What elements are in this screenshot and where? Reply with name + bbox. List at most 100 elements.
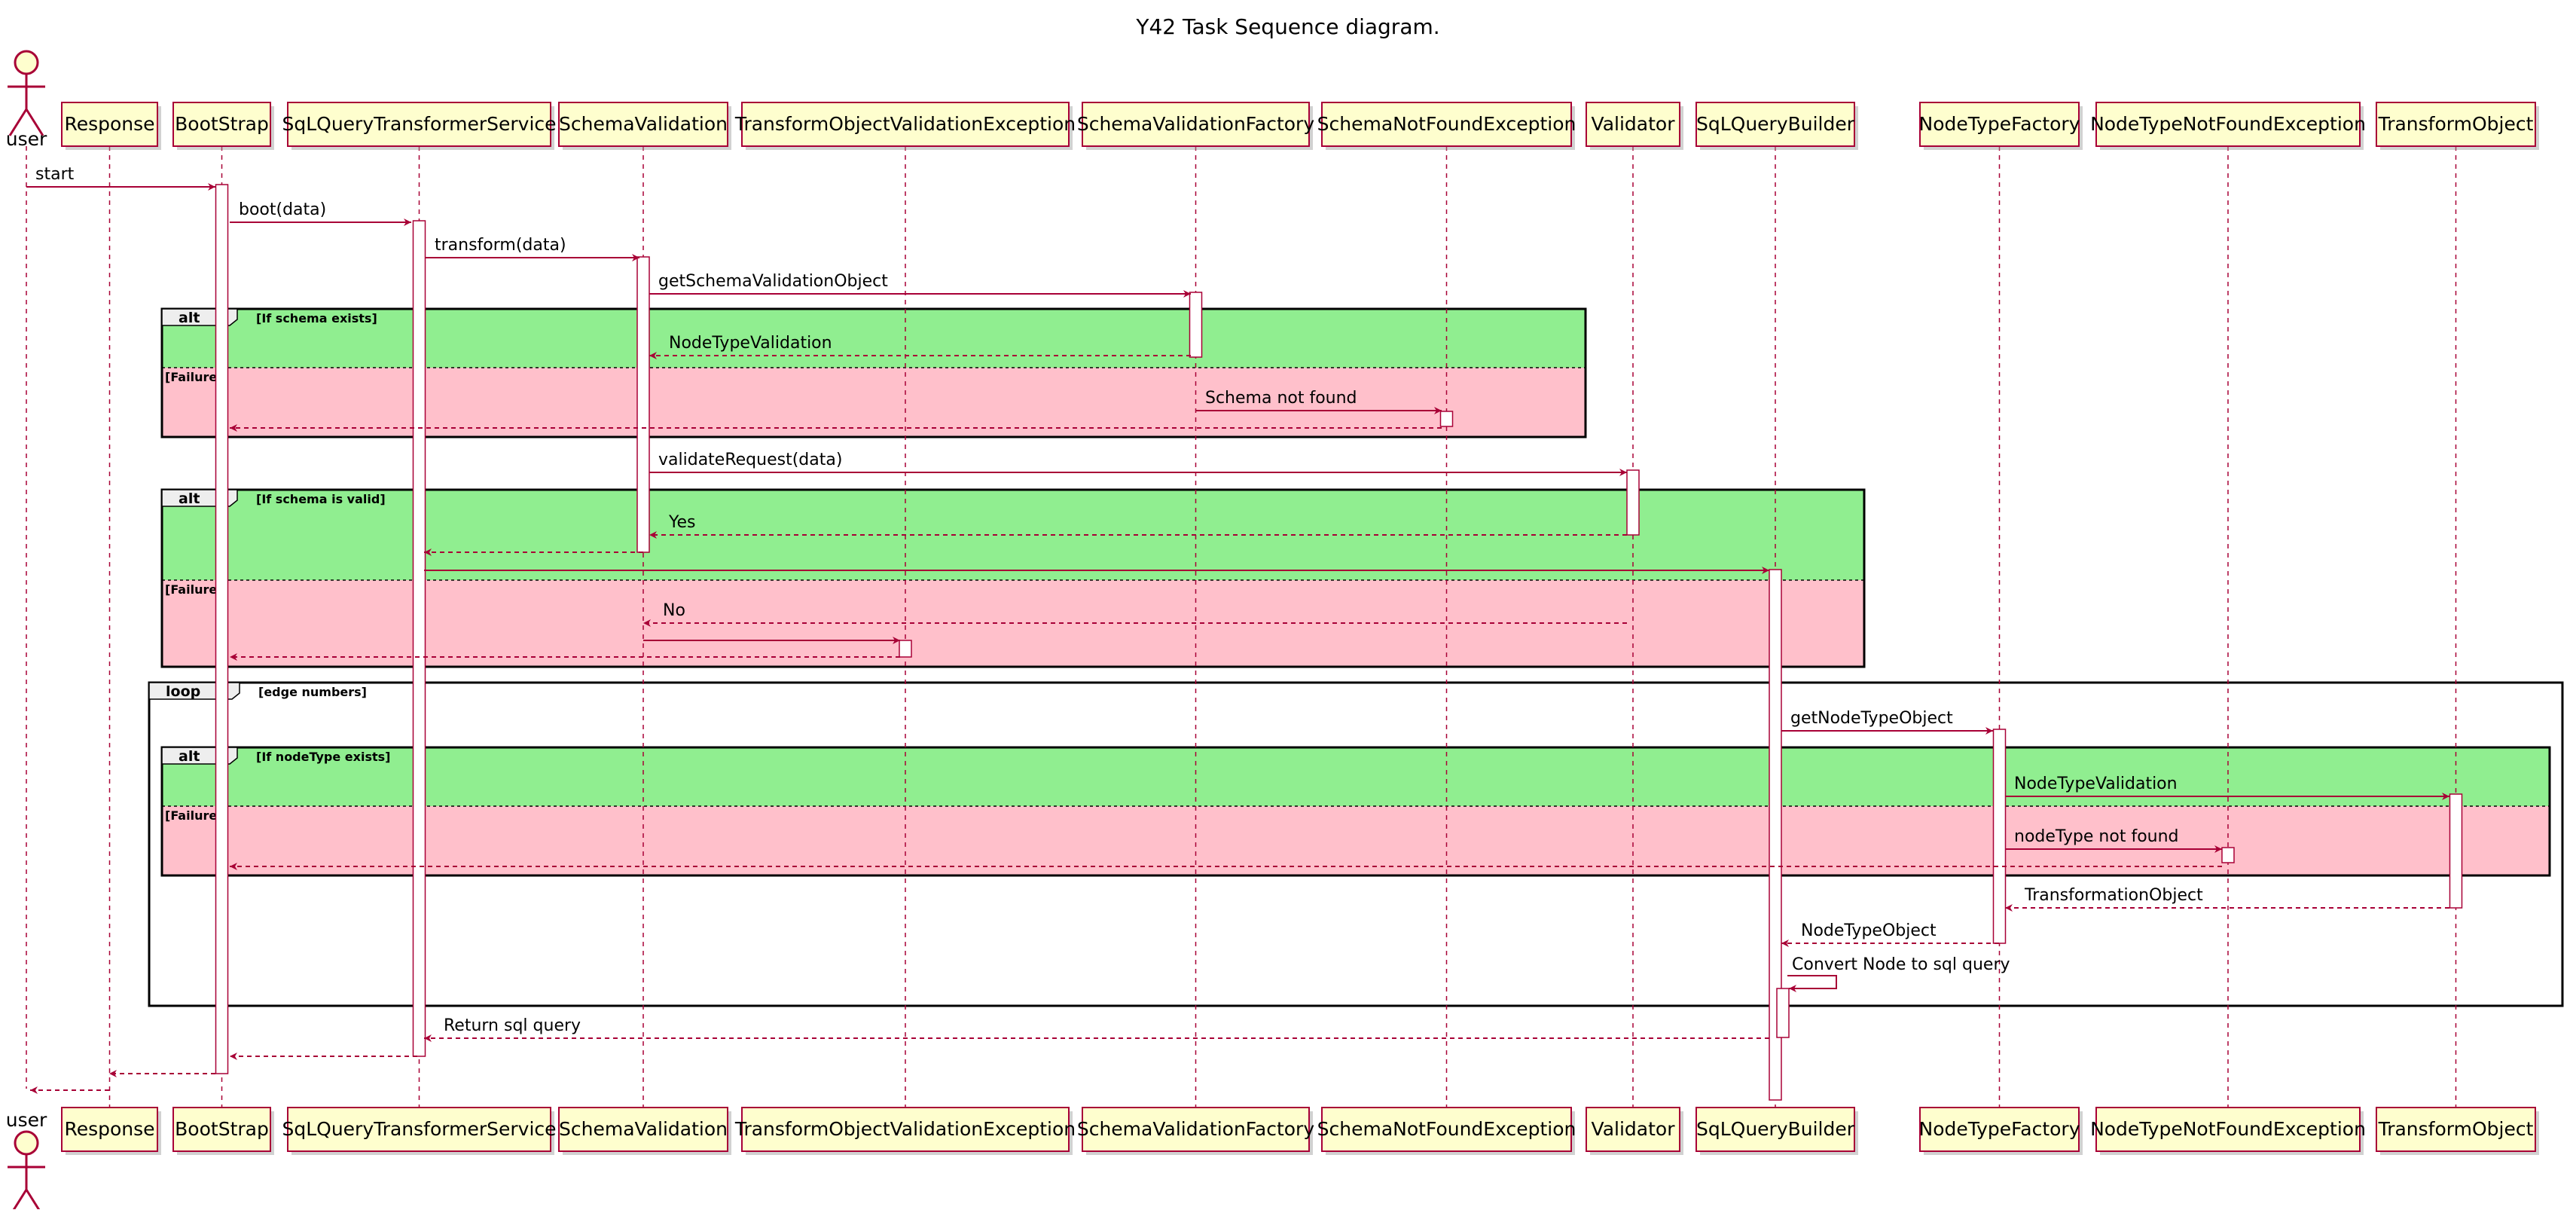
actor-user-bottom: user [6,1109,47,1213]
fragment-alt-2-keyword: alt [179,490,200,507]
fragment-alt-1-failure-region [162,368,1586,437]
activation-boot-strap-1 [215,184,229,1074]
message-9-validator-to-schema-validation-label: Yes [668,513,696,532]
message-8-schema-validation-to-validator-label: validateRequest(data) [658,451,842,469]
actor-user-top-label: user [6,128,47,150]
participant-schema-not-found-exception-bottom-box [1321,1107,1572,1152]
participant-sq-lquery-transformer-service-top-label: SqLQueryTransformerService [282,113,556,135]
stick-figure-actor-icon-bottom [8,1130,45,1213]
activation-sq-lquery-builder-12 [1776,988,1790,1038]
message-4-schema-validation-to-schema-validation-factory: getSchemaValidationObject [649,272,1191,298]
participant-node-type-not-found-exception-bottom-label: NodeTypeNotFoundException [2090,1118,2366,1140]
activation-validator-6 [1626,469,1640,536]
participant-sq-lquery-transformer-service-bottom-label: SqLQueryTransformerService [282,1118,556,1140]
fragment-loop-3: loop[edge numbers] [148,681,2564,1007]
participant-transform-object-bottom-label: TransformObject [2378,1118,2534,1140]
activation-schema-validation-factory-4 [1189,292,1203,358]
actor-user-top: user [6,50,47,150]
message-4-schema-validation-to-schema-validation-factory-label: getSchemaValidationObject [658,272,888,291]
fragment-alt-4-condition: [If nodeType exists] [256,750,390,764]
fragment-alt-1-condition: [If schema exists] [256,311,377,325]
participant-validator-top-box [1586,102,1680,147]
participant-validator-bottom: Validator [1586,1107,1683,1155]
participant-node-type-factory-top: NodeTypeFactory [1919,102,2083,150]
message-19-transform-object-to-node-type-factory: TransformationObject [2005,886,2449,912]
participant-node-type-factory-bottom: NodeTypeFactory [1919,1107,2083,1155]
message-21-sq-lquery-builder-to-sq-lquery-builder: Convert Node to sql query [1787,955,2010,992]
message-22-sq-lquery-builder-to-sq-lquery-transformer-service-label: Return sql query [444,1016,581,1035]
participant-schema-validation-factory-top: SchemaValidationFactory [1077,102,1314,150]
fragment-alt-2-else-label: [Failure] [165,582,223,597]
fragment-alt-2-border [160,488,1866,668]
message-19-transform-object-to-node-type-factory-label: TransformationObject [2024,886,2203,905]
activation-transform-object-validation-exception-8 [899,640,912,658]
fragment-alt-4-success-region [162,747,2550,806]
message-5-schema-validation-factory-to-schema-validation: NodeTypeValidation [649,334,1191,359]
message-2-boot-strap-to-sq-lquery-transformer-service-label: boot(data) [239,200,326,219]
participant-transform-object-validation-exception-top: TransformObjectValidationException [734,102,1076,150]
fragment-loop-3-border [148,681,2564,1007]
participant-node-type-not-found-exception-top: NodeTypeNotFoundException [2090,102,2366,150]
participant-transform-object-validation-exception-bottom-label: TransformObjectValidationException [734,1118,1076,1140]
participant-transform-object-validation-exception-top-label: TransformObjectValidationException [734,113,1076,135]
activation-node-type-factory-9 [1992,729,2007,944]
participant-node-type-factory-top-box [1919,102,2080,147]
participant-schema-validation-factory-bottom-label: SchemaValidationFactory [1077,1118,1314,1140]
message-12-validator-to-schema-validation-label: No [663,601,685,620]
participant-schema-validation-factory-top-label: SchemaValidationFactory [1077,113,1314,135]
participant-transform-object-top: TransformObject [2376,102,2539,150]
message-17-node-type-factory-to-node-type-not-found-exception: nodeType not found [2005,827,2222,853]
fragment-alt-1-else-label: [Failure] [165,370,223,384]
activation-schema-not-found-exception-5 [1439,411,1454,427]
participant-response-bottom-label: Response [64,1118,154,1140]
participant-transform-object-validation-exception-top-box [741,102,1070,147]
message-3-sq-lquery-transformer-service-to-schema-validation: transform(data) [426,236,639,261]
participant-sq-lquery-transformer-service-bottom-box [287,1107,551,1152]
participant-schema-validation-top: SchemaValidation [558,102,731,150]
participant-schema-validation-top-box [558,102,728,147]
participant-schema-validation-bottom: SchemaValidation [558,1107,731,1155]
participant-transform-object-bottom-box [2376,1107,2536,1152]
participant-boot-strap-top-box [172,102,271,147]
participant-node-type-factory-top-label: NodeTypeFactory [1919,113,2080,135]
message-1-user-to-boot-strap: start [26,165,215,191]
participant-schema-not-found-exception-top-box [1321,102,1572,147]
message-21-sq-lquery-builder-to-sq-lquery-builder-arrow [1787,975,1837,992]
stick-figure-actor-icon-top [8,50,45,136]
participant-schema-validation-factory-top-box [1082,102,1310,147]
fragment-alt-2-condition: [If schema is valid] [256,492,386,506]
participant-response-top-box [61,102,158,147]
participant-node-type-not-found-exception-bottom-box [2095,1107,2361,1152]
message-15-sq-lquery-builder-to-node-type-factory: getNodeTypeObject [1781,709,1993,735]
message-16-node-type-factory-to-transform-object: NodeTypeValidation [2005,775,2449,800]
message-20-node-type-factory-to-sq-lquery-builder-label: NodeTypeObject [1801,921,1937,940]
actor-head [14,50,39,75]
fragment-alt-4: alt[If nodeType exists][Failure] [160,746,2551,877]
participant-boot-strap-bottom-box [172,1107,271,1152]
actor-right-leg [25,1189,43,1213]
participant-node-type-factory-bottom-label: NodeTypeFactory [1919,1118,2080,1140]
message-20-node-type-factory-to-sq-lquery-builder: NodeTypeObject [1781,921,1999,947]
fragment-alt-1: alt[If schema exists][Failure] [160,307,1587,438]
participant-sq-lquery-transformer-service-top: SqLQueryTransformerService [282,102,557,150]
message-16-node-type-factory-to-transform-object-label: NodeTypeValidation [2014,775,2178,793]
message-2-boot-strap-to-sq-lquery-transformer-service: boot(data) [230,200,411,226]
participant-sq-lquery-builder-top-label: SqLQueryBuilder [1696,113,1855,135]
participant-validator-bottom-label: Validator [1592,1118,1676,1140]
message-17-node-type-factory-to-node-type-not-found-exception-label: nodeType not found [2014,827,2179,846]
participant-validator-top-label: Validator [1592,113,1676,135]
message-6-schema-validation-factory-to-schema-not-found-exception: Schema not found [1196,389,1442,414]
participant-sq-lquery-transformer-service-top-box [287,102,551,147]
message-15-sq-lquery-builder-to-node-type-factory-label: getNodeTypeObject [1790,709,1953,728]
message-5-schema-validation-factory-to-schema-validation-label: NodeTypeValidation [669,334,832,353]
message-3-sq-lquery-transformer-service-to-schema-validation-label: transform(data) [435,236,566,255]
participant-sq-lquery-builder-bottom-label: SqLQueryBuilder [1696,1118,1855,1140]
fragment-alt-4-else-label: [Failure] [165,808,223,823]
participant-schema-validation-factory-bottom: SchemaValidationFactory [1077,1107,1314,1155]
participant-schema-validation-factory-bottom-box [1082,1107,1310,1152]
participant-boot-strap-bottom: BootStrap [172,1107,274,1155]
participant-boot-strap-top: BootStrap [172,102,274,150]
participant-response-bottom-box [61,1107,158,1152]
